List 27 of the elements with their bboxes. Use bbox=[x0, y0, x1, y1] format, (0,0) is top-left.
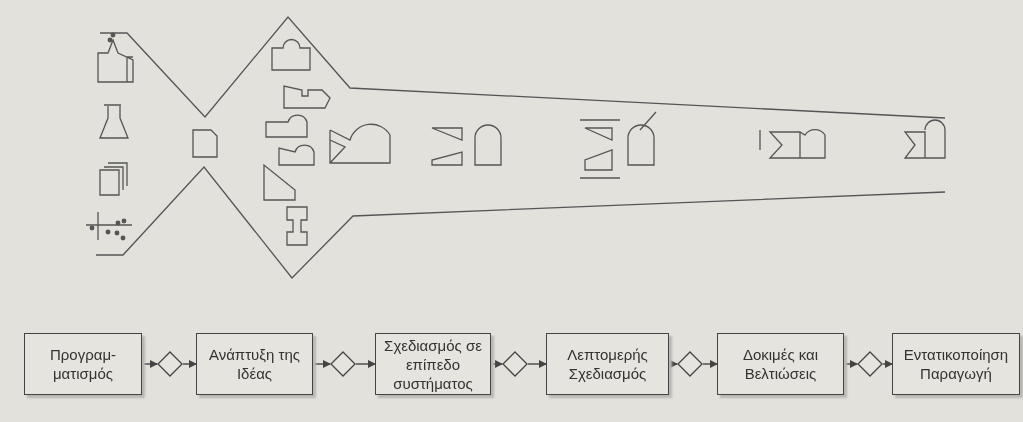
arrow bbox=[312, 360, 331, 368]
diamond-symbol bbox=[157, 351, 183, 377]
arrow bbox=[668, 360, 678, 368]
process-box bbox=[892, 333, 1020, 395]
arrow bbox=[702, 360, 718, 368]
diamond-symbol bbox=[502, 351, 528, 377]
box-label: Προγραμ-ματισμός bbox=[48, 345, 118, 383]
process-box bbox=[546, 333, 669, 395]
diamond-symbol bbox=[677, 351, 703, 377]
diamond-symbol bbox=[330, 351, 356, 377]
box-label: Λεπτομερής Σχεδιασμός bbox=[566, 345, 649, 383]
arrow bbox=[490, 360, 503, 368]
box-label: Εντατικοποίηση Παραγωγή bbox=[902, 345, 1010, 383]
diamond-symbol bbox=[857, 351, 883, 377]
process-box bbox=[717, 333, 844, 395]
process-box bbox=[375, 333, 491, 395]
process-box bbox=[196, 333, 313, 395]
arrow bbox=[843, 360, 858, 368]
process-box bbox=[24, 333, 142, 395]
arrow bbox=[355, 360, 376, 368]
box-label: Σχεδιασμός σε επίπεδο συστήματος bbox=[383, 335, 483, 393]
arrow bbox=[141, 360, 158, 368]
box-label: Δοκιμές και Βελτιώσεις bbox=[741, 345, 820, 383]
arrow bbox=[527, 360, 547, 368]
box-label: Ανάπτυξη της Ιδέας bbox=[207, 345, 302, 383]
arrow bbox=[182, 360, 197, 368]
arrow bbox=[882, 360, 893, 368]
